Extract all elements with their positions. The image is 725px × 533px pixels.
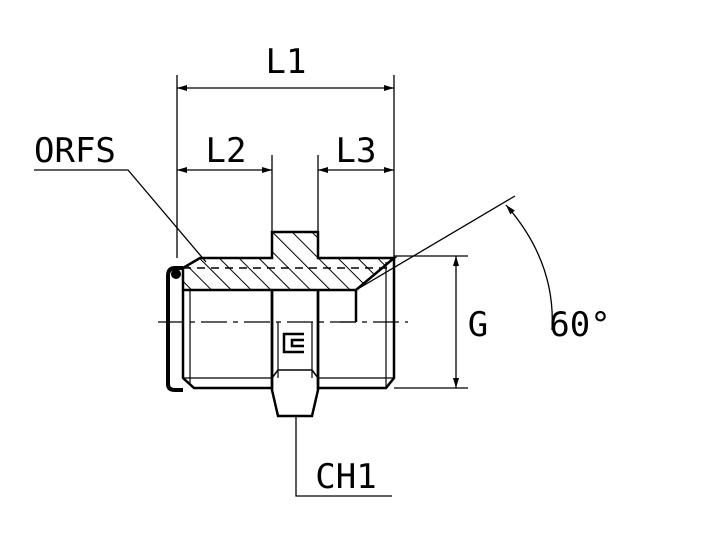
dimension-label-l3: L3: [336, 131, 377, 171]
left-thread-end: [181, 290, 274, 390]
dimension-l2: L2: [177, 131, 273, 235]
dimension-label-angle: 60°: [549, 305, 610, 345]
dimension-label-l1: L1: [266, 42, 307, 82]
dimension-label-l2: L2: [206, 131, 247, 171]
dimension-label-g: G: [468, 305, 488, 345]
dimension-angle: 60°: [355, 195, 611, 345]
o-ring-seal: [166, 266, 183, 392]
manufacturer-logo: [282, 332, 304, 354]
hex-body: [270, 290, 320, 418]
section-hatch: [181, 230, 398, 292]
ch1-label: CH1: [315, 457, 376, 497]
dimension-l3: L3: [317, 131, 394, 235]
dimension-g: G: [394, 255, 488, 389]
ch1-callout: CH1: [295, 416, 392, 497]
fitting-body: [158, 230, 408, 418]
dimension-l1: L1: [176, 42, 395, 258]
orfs-callout: ORFS: [34, 131, 207, 263]
orfs-label: ORFS: [34, 131, 116, 171]
